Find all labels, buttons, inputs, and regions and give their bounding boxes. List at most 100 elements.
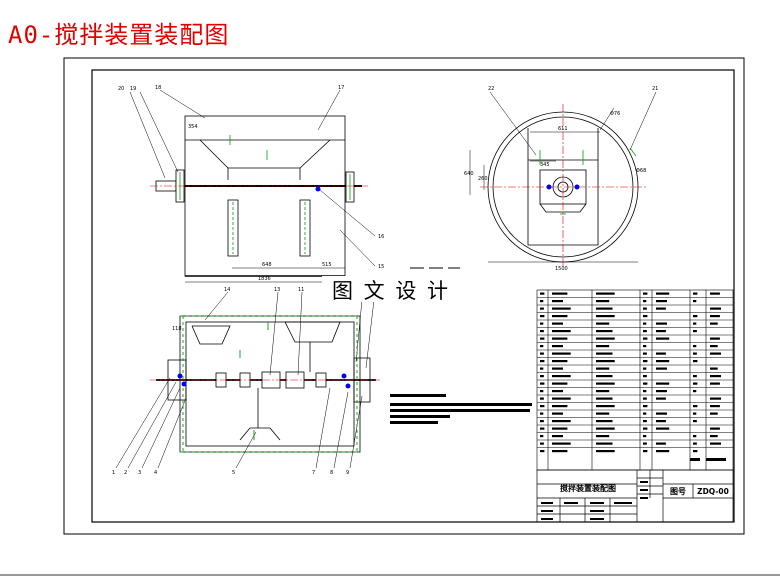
svg-text:3: 3 <box>138 470 141 476</box>
parts-list-cell-mark <box>540 420 544 423</box>
parts-list-cell-mark <box>540 442 544 445</box>
title-block <box>536 469 734 523</box>
svg-text:8: 8 <box>330 470 333 476</box>
parts-list-cell-mark <box>693 375 697 378</box>
parts-list-cell-mark <box>540 292 545 295</box>
parts-list-cell-mark <box>596 442 613 445</box>
parts-list-cell-mark <box>710 292 720 295</box>
svg-text:18: 18 <box>155 85 161 91</box>
svg-text:16: 16 <box>378 234 384 240</box>
parts-list-cell-mark <box>596 300 610 303</box>
parts-list-cell-mark <box>710 405 720 408</box>
parts-list-cell-mark <box>596 352 613 355</box>
inner-frame <box>91 69 735 523</box>
svg-text:515: 515 <box>322 262 332 268</box>
parts-list-cell-mark <box>540 435 544 438</box>
parts-list-cell-mark <box>540 397 544 400</box>
parts-list-cell-mark <box>643 420 647 423</box>
parts-list-cell-mark <box>540 375 544 378</box>
parts-list-cell-mark <box>643 390 647 393</box>
parts-list-cell-mark <box>540 300 544 303</box>
parts-list-cell-mark <box>552 442 571 445</box>
parts-list-cell-mark <box>693 450 698 453</box>
parts-list-cell-mark <box>656 442 666 445</box>
parts-list-cell-mark <box>540 352 544 355</box>
parts-list-cell-mark <box>710 397 721 400</box>
parts-list-cell-mark <box>540 367 544 370</box>
svg-text:14: 14 <box>224 287 230 293</box>
parts-list-cell-mark <box>552 337 568 340</box>
parts-list-cell-mark <box>693 292 698 295</box>
parts-list-cell-mark <box>643 337 648 340</box>
parts-list-cell-mark <box>552 345 563 348</box>
parts-list-cell-mark <box>693 442 697 445</box>
svg-text:20: 20 <box>118 86 124 92</box>
parts-list-cell-mark <box>656 300 667 303</box>
parts-list-cell-mark <box>552 382 568 385</box>
parts-list-cell-mark <box>693 315 698 318</box>
parts-list-cell-mark <box>710 345 718 348</box>
parts-list-cell-mark <box>552 390 563 393</box>
parts-list-cell-mark <box>656 360 670 363</box>
parts-list-cell-mark <box>710 307 721 310</box>
svg-text:15: 15 <box>378 264 384 270</box>
parts-list-cell-mark <box>596 292 615 295</box>
parts-list-cell-mark <box>596 435 610 438</box>
parts-list-cell-mark <box>710 337 720 340</box>
parts-list-cell-mark <box>552 307 571 310</box>
parts-list-cell-mark <box>552 405 568 408</box>
parts-list-cell-mark <box>540 330 544 333</box>
parts-list-cell-mark <box>596 315 615 318</box>
parts-list-cell-mark <box>656 397 666 400</box>
parts-list-cell-mark <box>710 442 721 445</box>
parts-list-cell-mark <box>552 367 563 370</box>
parts-list-cell-mark <box>596 307 613 310</box>
parts-list-cell-mark <box>596 405 615 408</box>
front-view-hidden <box>179 135 351 254</box>
parts-list-cell-mark <box>693 360 698 363</box>
parts-list-cell-mark <box>693 412 697 415</box>
parts-list-cell-mark <box>656 330 666 333</box>
parts-list-cell-mark <box>552 397 571 400</box>
title-block-fills <box>541 458 726 520</box>
parts-list-cell-mark <box>552 412 563 415</box>
parts-list-cell-mark <box>643 375 647 378</box>
parts-list-cell-mark <box>656 382 670 385</box>
parts-list-cell-mark <box>596 375 613 378</box>
parts-list-cell-mark <box>540 322 544 325</box>
svg-text:5: 5 <box>232 470 235 476</box>
parts-list-cell-mark <box>693 352 697 355</box>
parts-list-cell-mark <box>643 367 647 370</box>
parts-list-cell-mark <box>596 330 613 333</box>
parts-list-cell-mark <box>552 450 568 453</box>
svg-text:260: 260 <box>478 176 488 182</box>
side-view-centerlines <box>480 104 648 268</box>
parts-list-cell-mark <box>596 337 615 340</box>
side-bearing-mark <box>546 184 552 190</box>
parts-list-cell-mark <box>552 375 571 378</box>
parts-list-cell-mark <box>710 367 718 370</box>
parts-list-cell-mark <box>710 352 721 355</box>
parts-list-cell-mark <box>540 360 545 363</box>
parts-list-cell-mark <box>643 435 647 438</box>
svg-text:118: 118 <box>172 326 182 332</box>
parts-list-cell-mark <box>643 307 647 310</box>
section-bearings <box>177 373 351 389</box>
parts-list-cell-mark <box>710 435 718 438</box>
svg-text:11: 11 <box>298 287 304 293</box>
parts-list-cell-mark <box>710 375 721 378</box>
svg-text:354: 354 <box>188 124 198 130</box>
parts-list-cell-mark <box>643 322 647 325</box>
svg-text:22: 22 <box>488 86 494 92</box>
parts-list-cell-mark <box>540 405 545 408</box>
parts-list-cell-mark <box>693 405 698 408</box>
parts-list-cell-mark <box>596 397 613 400</box>
parts-list-cell-mark <box>552 427 568 430</box>
watermark-text: 图 文 设 计 <box>332 279 450 303</box>
drawing-number: ZDQ-00 <box>697 487 729 496</box>
parts-list-cell-mark <box>710 412 718 415</box>
svg-text:4: 4 <box>154 470 157 476</box>
svg-text:17: 17 <box>338 85 344 91</box>
